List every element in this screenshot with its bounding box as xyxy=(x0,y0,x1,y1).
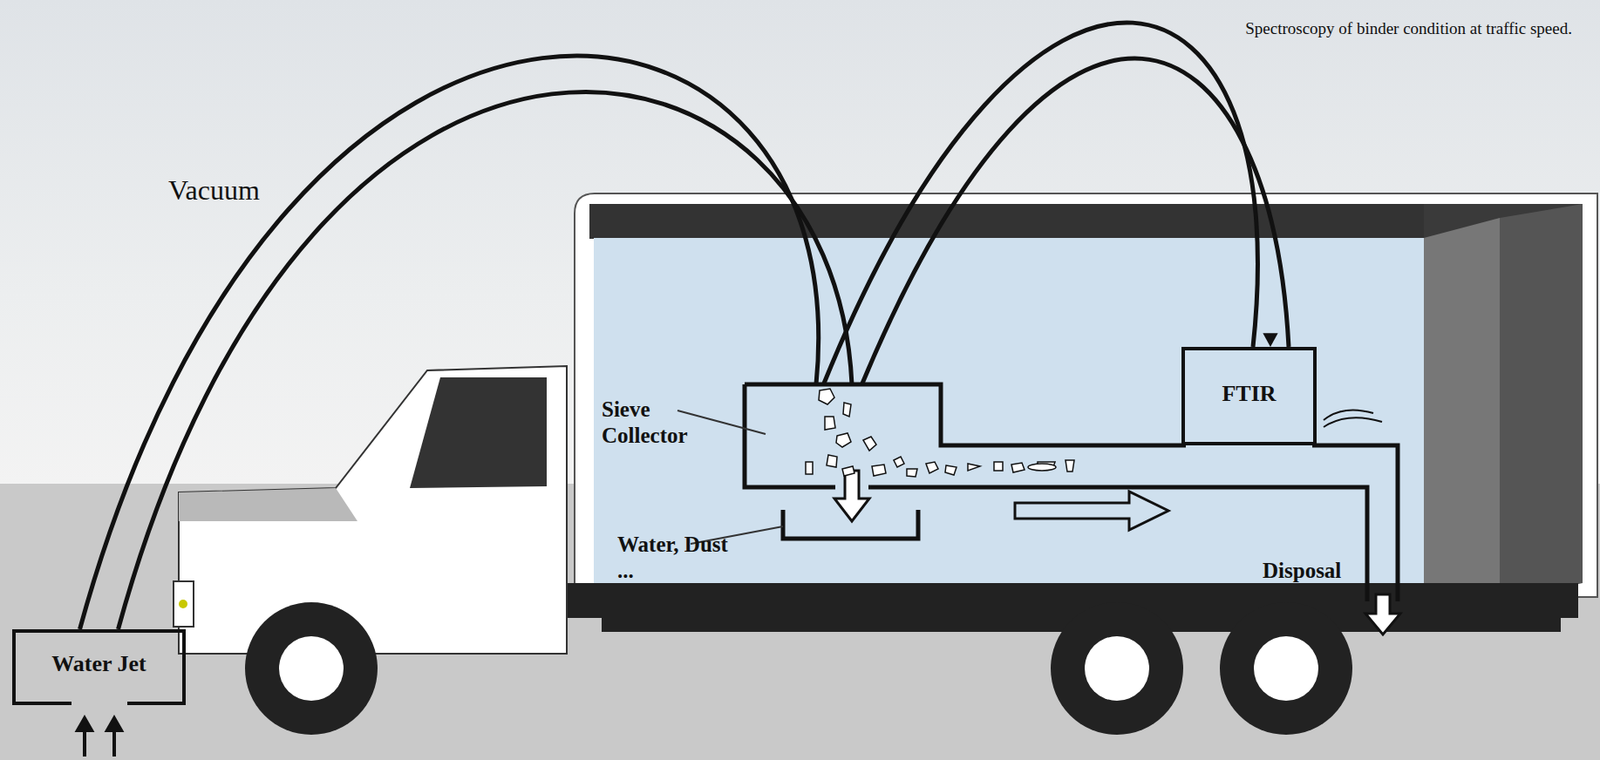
ftir-box: FTIR xyxy=(1181,347,1317,446)
connector xyxy=(80,55,853,630)
node-label: Sieve Collector xyxy=(601,396,724,450)
water-jet-box: Water Jet xyxy=(12,629,186,704)
sieve-collector-box: Sieve Collector xyxy=(744,384,941,488)
connector xyxy=(823,22,1290,385)
edge-label: Vacuum xyxy=(168,174,260,207)
water-dust-label: Water, Dust ... xyxy=(617,531,749,585)
node-label: FTIR xyxy=(1184,350,1314,408)
disposal-label: Disposal xyxy=(1262,558,1361,585)
node-label: Water Jet xyxy=(15,633,183,678)
title: Spectroscopy of binder condition at traf… xyxy=(1245,19,1573,39)
